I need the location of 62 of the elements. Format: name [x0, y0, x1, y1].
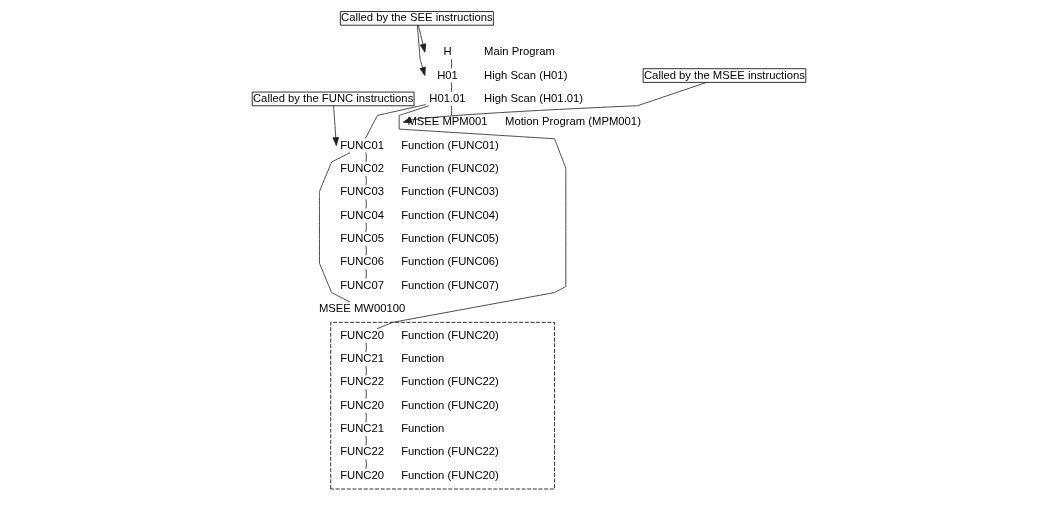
node-text: FUNC01 — [340, 138, 385, 151]
arrow — [416, 25, 426, 76]
connector — [365, 435, 367, 446]
node-text: FUNC22 — [340, 445, 385, 458]
connector — [365, 458, 367, 470]
node-label: Function (FUNC20) — [401, 398, 499, 411]
node-label: Function — [401, 422, 445, 435]
connector — [365, 198, 367, 209]
node-label: Motion Program (MPM001) — [505, 115, 641, 128]
node-label: Function (FUNC07) — [401, 278, 499, 291]
connector — [365, 365, 367, 376]
node-label: Function (FUNC20) — [401, 328, 499, 341]
connector — [365, 342, 367, 353]
node-text: FUNC03 — [340, 185, 385, 198]
node-label: Function (FUNC05) — [401, 231, 499, 244]
node-text: FUNC02 — [340, 161, 385, 174]
node-label: Function (FUNC22) — [401, 445, 499, 458]
cluster — [330, 321, 555, 490]
node-text: FUNC20 — [340, 468, 385, 481]
connector — [364, 104, 427, 139]
node-box: Called by the MSEE instructions — [642, 68, 807, 83]
connector — [365, 268, 367, 280]
connector — [319, 152, 351, 303]
connector — [365, 388, 367, 399]
node-text: H01 — [437, 68, 458, 81]
connector — [365, 175, 367, 186]
node-text: FUNC20 — [340, 328, 385, 341]
node-text: FUNC05 — [340, 231, 385, 244]
node-label: Function (FUNC22) — [401, 375, 499, 388]
node-text: H01.01 — [429, 91, 466, 104]
node-label: Function (FUNC20) — [401, 468, 499, 481]
node-text: FUNC20 — [340, 398, 385, 411]
node-text: FUNC04 — [340, 208, 385, 221]
connector — [450, 105, 453, 116]
node-label: Function (FUNC04) — [401, 208, 499, 221]
node-label: Main Program — [484, 45, 555, 58]
node-text: FUNC22 — [340, 375, 385, 388]
connector — [450, 82, 453, 93]
node-box: Called by the FUNC instructions — [251, 91, 415, 107]
node-label: Function (FUNC02) — [401, 161, 499, 174]
connector — [450, 58, 453, 69]
connector — [376, 105, 567, 330]
connector — [365, 222, 367, 233]
node-label: Function (FUNC03) — [401, 185, 499, 198]
connector — [365, 412, 367, 423]
connector — [365, 245, 367, 256]
connector — [365, 152, 367, 163]
node-label: Function (FUNC06) — [401, 255, 499, 268]
node-text: FUNC21 — [340, 351, 385, 364]
node-box: Called by the SEE instructions — [340, 11, 494, 26]
arrow — [402, 82, 707, 124]
node-text: H — [443, 45, 452, 58]
node-label: Function (FUNC01) — [401, 138, 499, 151]
node-label: High Scan (H01) — [484, 68, 568, 81]
node-text: FUNC21 — [340, 422, 385, 435]
node-text: FUNC06 — [340, 255, 385, 268]
node-text: MSEE MW00100 — [318, 302, 406, 315]
node-label: High Scan (H01.01) — [484, 91, 584, 104]
arrow — [417, 24, 427, 53]
node-label: Function — [401, 351, 445, 364]
node-text: FUNC07 — [340, 278, 385, 291]
arrow — [332, 105, 339, 146]
